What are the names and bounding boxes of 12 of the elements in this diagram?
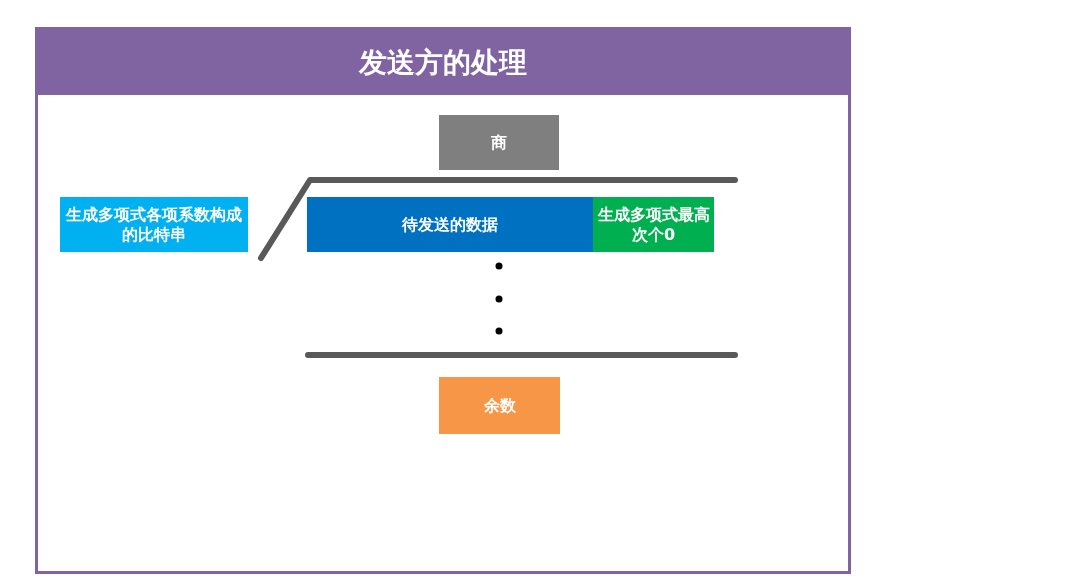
label-box — [593, 197, 714, 252]
label-box — [439, 377, 560, 434]
panel — [35, 27, 851, 574]
panel-title: 发送方的处理 — [359, 44, 527, 81]
box-text: 商 — [491, 132, 507, 153]
box-text: 生成多项式最高次个0 — [597, 204, 710, 245]
box-text: 待发送的数据 — [402, 214, 498, 235]
label-box — [307, 197, 593, 252]
box-text: 生成多项式各项系数构成的比特串 — [64, 204, 243, 245]
box-text: 余数 — [483, 395, 516, 416]
label-box — [60, 197, 248, 252]
label-box — [439, 115, 559, 170]
